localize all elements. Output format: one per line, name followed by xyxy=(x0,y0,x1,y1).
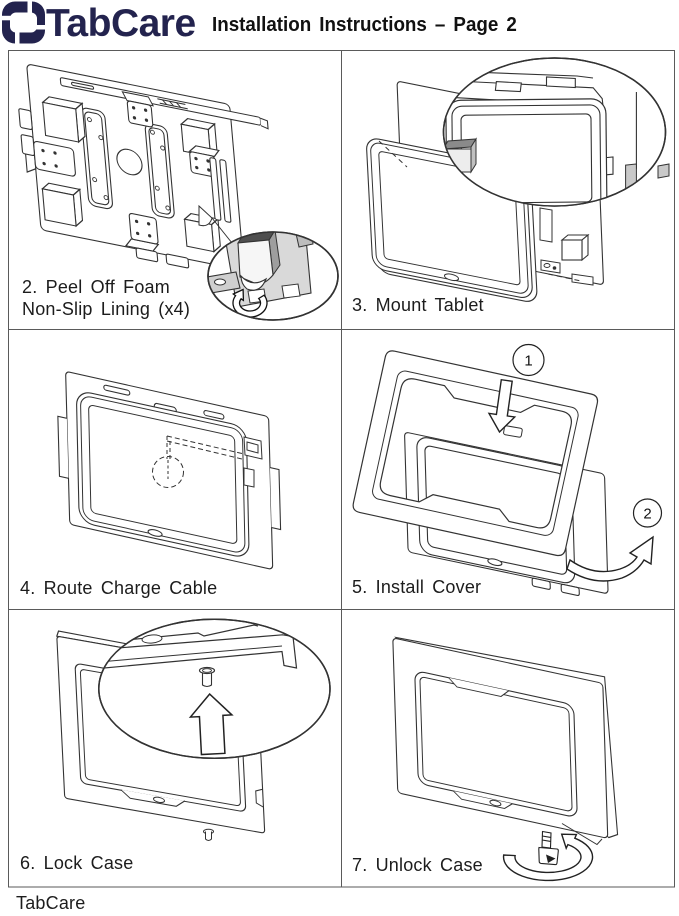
svg-text:2: 2 xyxy=(643,506,651,523)
svg-text:1: 1 xyxy=(524,353,532,370)
